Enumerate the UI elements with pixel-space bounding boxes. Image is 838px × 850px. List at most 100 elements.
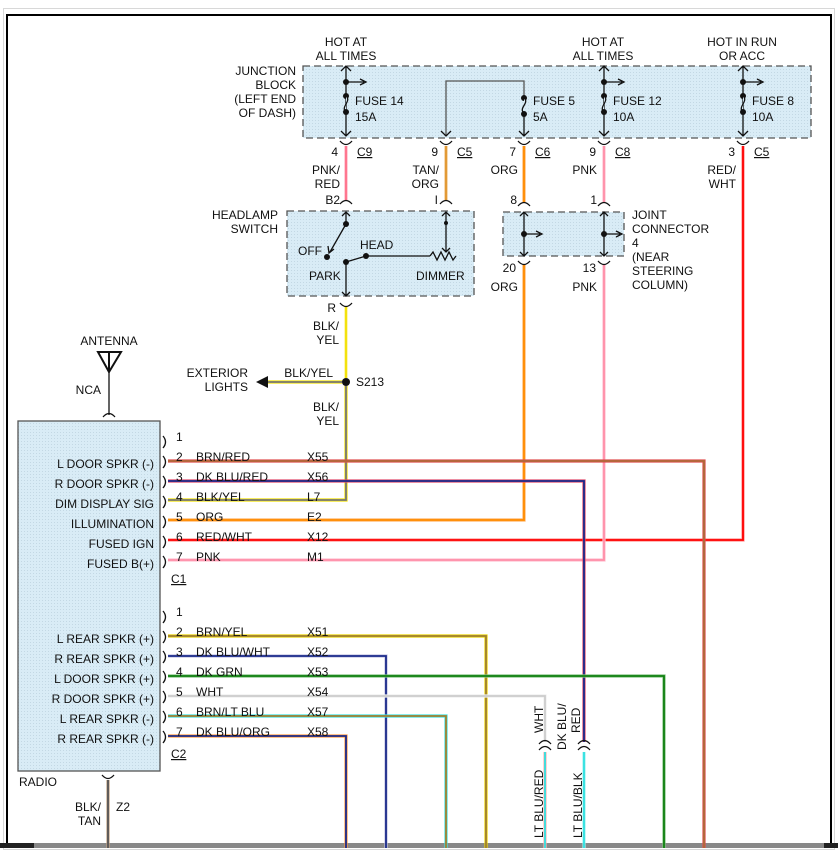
c2-pin-wire-color: BRN/LT BLU xyxy=(196,705,264,719)
switch-output-line xyxy=(341,262,351,297)
wire-dk-blu-red-x56-core xyxy=(168,480,585,742)
connector-cup xyxy=(439,140,453,146)
junction-block-label-4: OF DASH) xyxy=(239,106,296,120)
joint-pin-8: 8 xyxy=(510,193,517,207)
c2-pin-circuit: X58 xyxy=(307,725,329,739)
radio-c2-label: C2 xyxy=(171,747,187,761)
pin-cup xyxy=(162,650,167,664)
c2-pin-circuit: X57 xyxy=(307,705,329,719)
fuse-12-supply-1: HOT AT xyxy=(582,35,625,49)
c2-pin-wire-color: DK GRN xyxy=(196,665,243,679)
dimmer-wiper xyxy=(441,211,451,253)
wire-dk-blu-wht-x52-core xyxy=(168,655,387,848)
connector-cup xyxy=(339,302,353,308)
joint-pin-20: 20 xyxy=(503,261,517,275)
wire-dk-blu-org-x58-core xyxy=(168,735,347,848)
c1-pin-circuit: E2 xyxy=(307,510,322,524)
c2-pin-circuit: X52 xyxy=(307,645,329,659)
switch-blade-arrow xyxy=(327,223,347,255)
fuse-12-pin: 9 xyxy=(589,145,596,159)
splice-s213: S213 BLK/YEL EXTERIOR LIGHTS BLK/ YEL xyxy=(187,366,385,428)
fuse-5: FUSE 5 5A xyxy=(440,80,575,137)
c1-pin-circuit: M1 xyxy=(307,550,324,564)
inline-2-upper-wire-2: RED xyxy=(569,707,583,733)
joint-label-1: JOINT xyxy=(632,208,667,222)
scrollbar-horizontal[interactable] xyxy=(0,843,838,848)
fuse-12-node xyxy=(601,79,607,85)
connector-cup xyxy=(736,140,750,146)
radio-c1-label: C1 xyxy=(171,572,187,586)
dimmer-feed-pin: 9 xyxy=(431,145,438,159)
c1-pin-number: 3 xyxy=(176,470,183,484)
connector-cup xyxy=(517,140,531,146)
c2-pin-wire-color: DK BLU/WHT xyxy=(196,645,271,659)
antenna-icon xyxy=(96,351,123,375)
wire-blk-yel-lower-core xyxy=(168,386,347,501)
c1-pin-function: ILLUMINATION xyxy=(71,517,154,531)
c2-pin-wire-color: WHT xyxy=(196,685,224,699)
fuse-12-rating: 10A xyxy=(613,110,634,124)
c1-pin-wire-color: BRN/RED xyxy=(196,450,250,464)
fuse-8-supply-1: HOT IN RUN xyxy=(707,35,777,49)
c2-pin-function: R DOOR SPKR (+) xyxy=(52,692,154,706)
antenna-circuit: NCA xyxy=(76,383,101,397)
inline-connectors: WHT LT BLU/RED DK BLU/ RED LT BLU/BLK xyxy=(532,703,591,838)
antenna-label: ANTENNA xyxy=(80,334,137,348)
headlamp-pin-b2: B2 xyxy=(325,193,340,207)
fuse-12-supply-2: ALL TIMES xyxy=(573,49,634,63)
connector-cup xyxy=(339,199,353,205)
c2-pin-number: 3 xyxy=(176,645,183,659)
fuse-8-node xyxy=(740,79,746,85)
c1-pin-number: 4 xyxy=(176,490,183,504)
c2-pin-number: 2 xyxy=(176,625,183,639)
wire-label-pnk-red-2: RED xyxy=(315,177,341,191)
junction-block: JUNCTION BLOCK (LEFT END OF DASH) HOT AT… xyxy=(234,35,812,139)
fuse-8-supply-2: OR ACC xyxy=(719,49,765,63)
fuse-8-terminal-bottom xyxy=(740,109,746,115)
fuse-14-connector: C9 xyxy=(357,145,373,159)
splice-dot xyxy=(342,378,350,386)
wire-pnk-fused-b xyxy=(168,265,606,562)
wire-brn-red-x55-core xyxy=(168,460,705,848)
c1-pin-function: R DOOR SPKR (-) xyxy=(55,477,154,491)
pin-cup xyxy=(162,435,167,449)
c1-pin-function: DIM DISPLAY SIG xyxy=(55,497,154,511)
c2-pin-number: 4 xyxy=(176,665,183,679)
fuse-14-node xyxy=(343,79,349,85)
headlamp-switch-outline xyxy=(286,210,475,297)
pin-cup xyxy=(162,455,167,469)
connector-cup xyxy=(101,774,115,780)
exterior-lights-arrow-icon xyxy=(256,376,268,388)
fuse-5-out xyxy=(518,114,530,137)
connector-cup xyxy=(517,260,531,266)
fuse-5-connector: C6 xyxy=(535,145,551,159)
c1-pin-function: L DOOR SPKR (-) xyxy=(57,457,154,471)
fuse-12-connector: C8 xyxy=(615,145,631,159)
junction-block-label-1: JUNCTION xyxy=(235,64,296,78)
connector-cup xyxy=(339,140,353,146)
c2-pin-function: L DOOR SPKR (+) xyxy=(54,672,154,686)
c1-pin-circuit: X55 xyxy=(307,450,329,464)
c1-pin-circuit: X12 xyxy=(307,530,329,544)
fuse-14-rating: 15A xyxy=(355,110,376,124)
c1-pin-wire-color: PNK xyxy=(196,550,221,564)
exterior-lights-label-2: LIGHTS xyxy=(205,380,248,394)
joint-label-3: 4 xyxy=(632,236,639,250)
pin-cup xyxy=(162,610,167,624)
fuse-14-name: FUSE 14 xyxy=(355,94,404,108)
c1-pin-function: FUSED B(+) xyxy=(87,557,154,571)
scrollbar-thumb[interactable] xyxy=(34,843,824,848)
inline-1-upper-wire: WHT xyxy=(532,705,546,733)
fuse-8-connector: C5 xyxy=(754,145,770,159)
wire-label-pnk-red-1: PNK/ xyxy=(312,163,341,177)
headlamp-switch-label-2: SWITCH xyxy=(231,222,278,236)
dimmer-feed-connector: C5 xyxy=(457,145,473,159)
c2-pin-wire-color: DK BLU/ORG xyxy=(196,725,270,739)
switch-pos-park: PARK xyxy=(309,269,341,283)
fuse-5-loop-wire xyxy=(445,80,525,136)
pin-cup xyxy=(162,475,167,489)
fuse-14: HOT AT ALL TIMES FUSE 14 15A xyxy=(316,35,404,137)
wire-label-org: ORG xyxy=(491,163,518,177)
